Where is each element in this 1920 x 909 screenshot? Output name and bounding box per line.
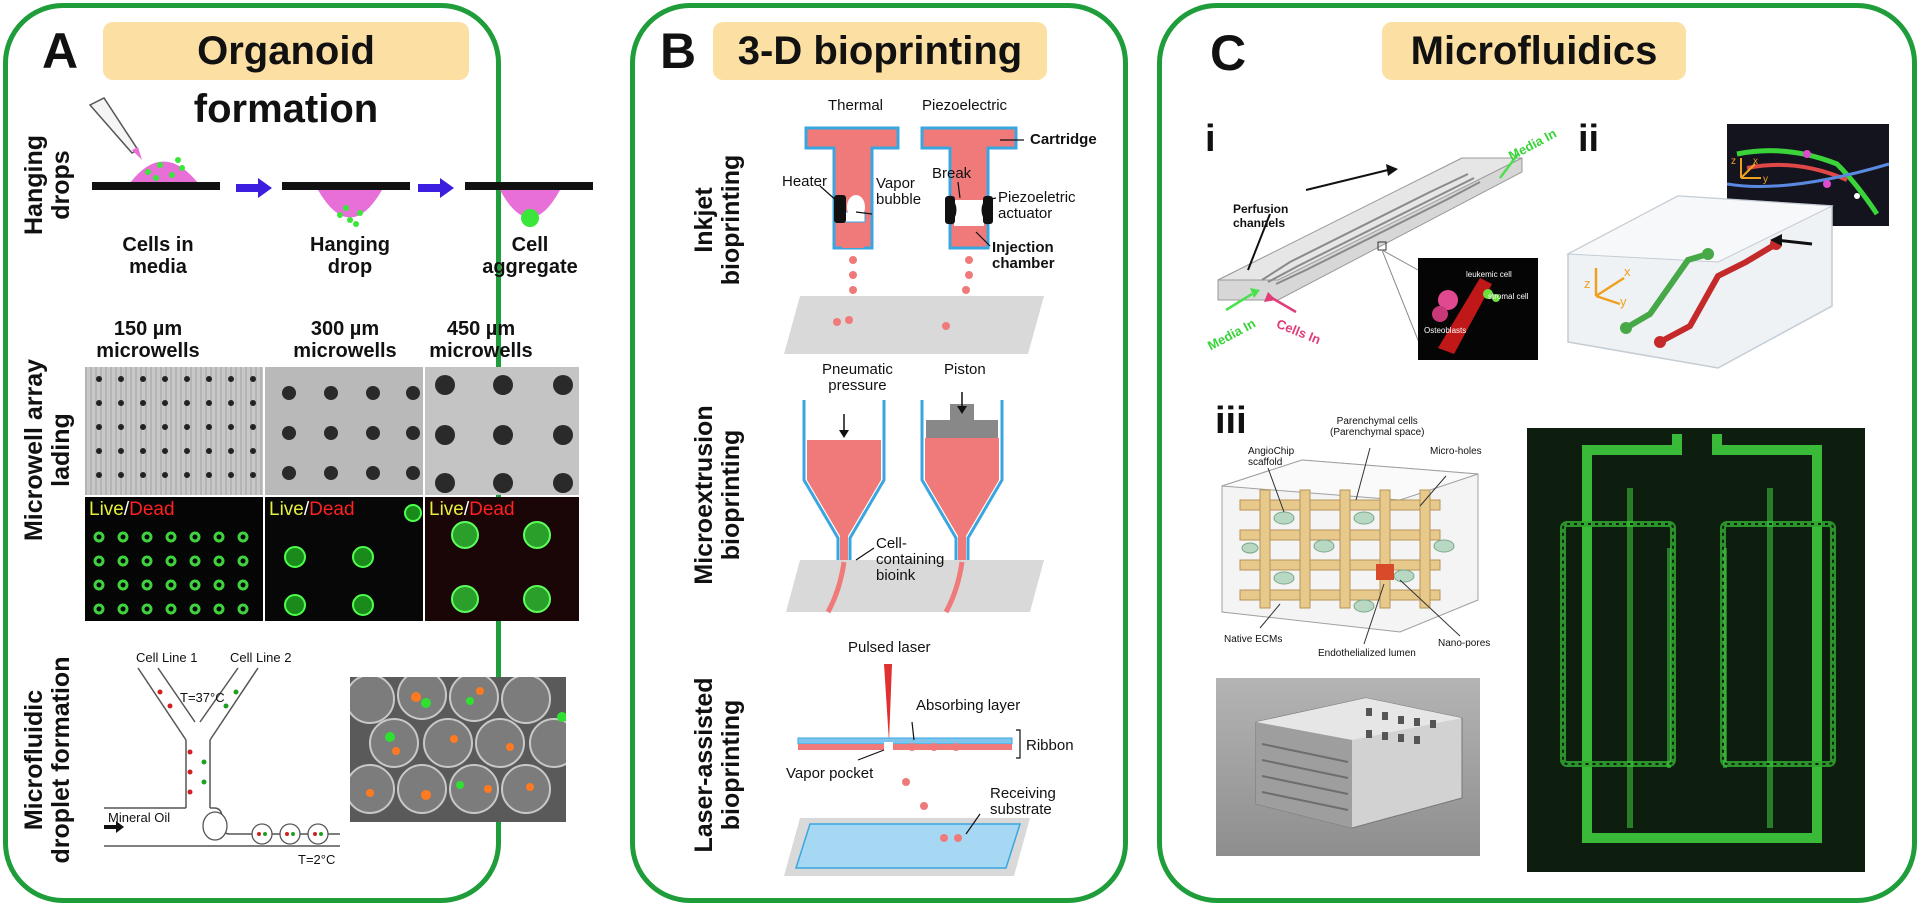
inset-axis-y: y	[1763, 174, 1768, 185]
piston-syringe	[920, 392, 1004, 564]
label-receiving-substrate: Receiving substrate	[990, 785, 1056, 818]
label-thermal: Thermal	[828, 97, 884, 114]
slash-text: /	[123, 499, 130, 520]
label-ribbon: Ribbon	[1026, 737, 1074, 754]
cell-line-1-label: Cell Line 1	[136, 650, 198, 665]
dead-text: Dead	[129, 499, 175, 520]
label-pulsed-laser: Pulsed laser	[848, 639, 931, 656]
osteoblasts-label: Osteoblasts	[1424, 326, 1467, 335]
perfusion-inset-image: leukemic cell stromal cell Osteoblasts	[1418, 258, 1538, 360]
scaffold-sem-image	[1216, 678, 1480, 856]
sem-image-300	[265, 367, 423, 495]
live-dead-image-450: Live/Dead	[425, 497, 579, 621]
stromal-cell-label: stromal cell	[1488, 292, 1529, 301]
receiving-substrate	[794, 823, 1022, 869]
mineral-oil-label: Mineral Oil	[108, 810, 171, 825]
step-hanging-drop: Hanging drop	[310, 234, 390, 278]
label-heater: Heater	[782, 173, 828, 190]
slash-text: /	[463, 499, 470, 520]
aggregate-drop	[500, 190, 560, 218]
step-cell-aggregate: Cell aggregate	[482, 234, 578, 278]
chip-axis-y: y	[1620, 294, 1627, 309]
thermal-cartridge	[804, 126, 900, 309]
label-break: Break	[932, 165, 972, 182]
sem-image-150	[85, 367, 263, 495]
panel-c-title: Microfluidics	[1382, 22, 1686, 80]
live-dead-image-300: Live/Dead	[265, 497, 423, 621]
live-dead-label-300: Live/Dead	[269, 499, 355, 521]
slash-text: /	[303, 499, 310, 520]
dead-text: Dead	[309, 499, 355, 520]
panel-a-title: Organoid formation	[103, 22, 469, 131]
sem-image-450	[425, 367, 579, 495]
endothelialized-label: Endothelialized lumen	[1318, 648, 1416, 659]
vessel-fluorescence-image	[1527, 428, 1865, 872]
temp-2-label: T=2°C	[298, 852, 336, 867]
live-dead-label-450: Live/Dead	[429, 499, 515, 521]
sub-label-i: i	[1205, 118, 1216, 160]
cell-line-2-label: Cell Line 2	[230, 650, 292, 665]
label-bioink: Cell- containing bioink	[876, 535, 945, 584]
plate-3	[465, 182, 593, 190]
panel-b-title: 3-D bioprinting	[713, 22, 1047, 80]
temp-37-label: T=37°C	[180, 690, 225, 705]
microwell-size-300: 300 µm microwells	[293, 318, 397, 362]
piezo-cartridge	[920, 126, 1018, 309]
panel-a-letter: A	[42, 23, 79, 79]
label-piezo-actuator: Piezoeletric actuator	[998, 189, 1076, 222]
media-drop	[130, 161, 198, 183]
absorbing-layer	[798, 744, 1012, 750]
live-text: Live	[269, 499, 304, 520]
label-vapor-bubble: Vapor bubble	[876, 175, 922, 208]
dead-text: Dead	[469, 499, 515, 520]
microwell-size-150: 150 µm microwells	[96, 318, 200, 362]
live-text: Live	[429, 499, 464, 520]
inkjet-substrate	[784, 296, 1044, 354]
chip-axis-x: x	[1624, 264, 1631, 279]
droplet-micrograph	[350, 677, 566, 822]
arrow-1	[236, 178, 272, 198]
leukemic-cell-label: leukemic cell	[1466, 270, 1512, 279]
chip-axis-z: z	[1584, 276, 1591, 291]
microholes-label: Micro-holes	[1430, 446, 1482, 457]
label-absorbing-layer: Absorbing layer	[916, 697, 1021, 714]
panel-b-letter: B	[660, 23, 697, 79]
hanging-drop	[318, 190, 382, 218]
step-cells-in-media: Cells in media	[122, 234, 194, 278]
microwell-size-450: 450 µm microwells	[429, 318, 533, 362]
sub-label-iii: iii	[1215, 400, 1247, 442]
parenchymal-label: Parenchymal cells (Parenchymal space)	[1330, 416, 1425, 438]
perfusion-channels-label: Perfusion channels	[1233, 202, 1289, 230]
label-pneumatic: Pneumatic pressure	[822, 361, 893, 394]
angiochip-label: AngioChip scaffold	[1248, 446, 1295, 468]
label-piezoelectric: Piezoelectric	[922, 97, 1008, 114]
arrow-2	[418, 178, 454, 198]
pulsed-laser-beam	[884, 664, 892, 742]
native-ecm-label: Native ECMs	[1224, 634, 1283, 645]
nanopores-label: Nano-pores	[1438, 638, 1491, 649]
plate-2	[282, 182, 410, 190]
label-injection-chamber: Injection chamber	[992, 239, 1055, 272]
live-dead-label-150: Live/Dead	[89, 499, 175, 521]
live-text: Live	[89, 499, 124, 520]
cell-aggregate	[521, 209, 539, 227]
extrusion-substrate	[786, 560, 1044, 612]
label-cartridge: Cartridge	[1030, 131, 1097, 148]
inset-axis-z: z	[1731, 156, 1736, 167]
label-vapor-pocket: Vapor pocket	[786, 765, 874, 782]
inset-axis-x: x	[1753, 156, 1758, 167]
plate-1	[92, 182, 220, 190]
label-piston: Piston	[944, 361, 986, 378]
sub-label-ii: ii	[1578, 118, 1600, 160]
live-dead-image-150: Live/Dead	[85, 497, 263, 621]
pipette-icon	[88, 97, 142, 160]
panel-c-letter: C	[1210, 25, 1247, 81]
cells-in-media	[145, 157, 185, 181]
